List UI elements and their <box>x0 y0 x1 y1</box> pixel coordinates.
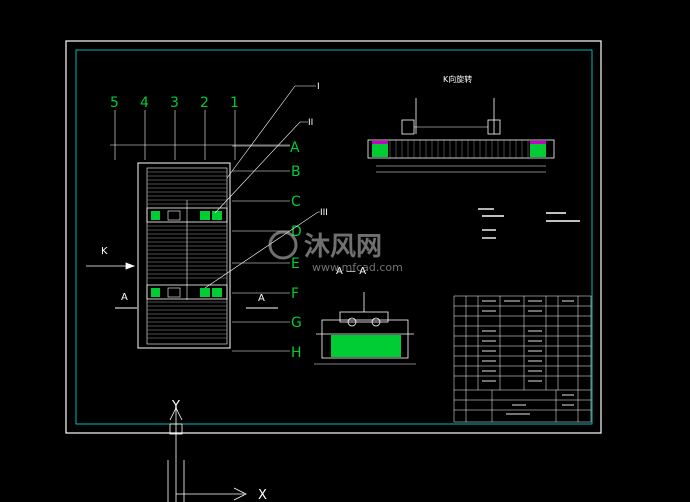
parts-table <box>453 295 592 423</box>
axis-x-label: X <box>258 488 267 502</box>
section-a-a-view <box>314 292 416 365</box>
axis-number-labels: 5 4 3 2 1 <box>110 95 239 111</box>
ucs-axis-icon <box>167 407 247 502</box>
section-a-label-left: A <box>121 292 128 303</box>
axis-y-label: Y <box>171 399 180 414</box>
axis-number-3: 3 <box>170 95 179 111</box>
row-letter-f: F <box>291 286 299 302</box>
plan-view <box>137 162 231 349</box>
row-letter-b: B <box>291 164 301 180</box>
technical-notes <box>478 208 580 239</box>
roman-labels: I II III <box>308 82 328 218</box>
row-letter-c: C <box>291 194 301 210</box>
row-leader-lines <box>232 145 290 352</box>
view-title: K向旋转 <box>443 74 472 84</box>
roman-label-ii: II <box>308 118 313 128</box>
k-view-arrow <box>86 262 136 270</box>
row-letter-d: D <box>291 224 302 240</box>
watermark-logo-icon <box>268 230 298 260</box>
watermark: 沐风网 www.mfcad.com <box>268 230 403 274</box>
section-center-label: A — A <box>336 266 366 277</box>
parts-table-text-marks <box>482 300 574 415</box>
axis-number-2: 2 <box>200 95 209 111</box>
row-letter-e: E <box>291 256 300 272</box>
axis-number-5: 5 <box>110 95 119 111</box>
inner-frame <box>75 49 593 425</box>
roman-label-i: I <box>317 82 320 92</box>
axis-number-4: 4 <box>140 95 149 111</box>
callout-leaders <box>204 85 320 289</box>
k-elevation-view <box>367 98 555 173</box>
section-a-label-right: A <box>258 293 265 304</box>
row-letter-labels: A B C D E F G H <box>290 140 302 361</box>
roman-label-iii: III <box>320 208 328 218</box>
axis-number-1: 1 <box>230 95 239 111</box>
row-letter-a: A <box>290 140 300 156</box>
row-letter-g: G <box>291 315 302 331</box>
watermark-url: www.mfcad.com <box>312 261 403 274</box>
watermark-brand: 沐风网 <box>304 232 382 262</box>
row-letter-h: H <box>291 345 302 361</box>
outer-frame <box>65 40 602 434</box>
axis-lines <box>110 110 290 160</box>
k-view-label: K <box>101 246 108 257</box>
